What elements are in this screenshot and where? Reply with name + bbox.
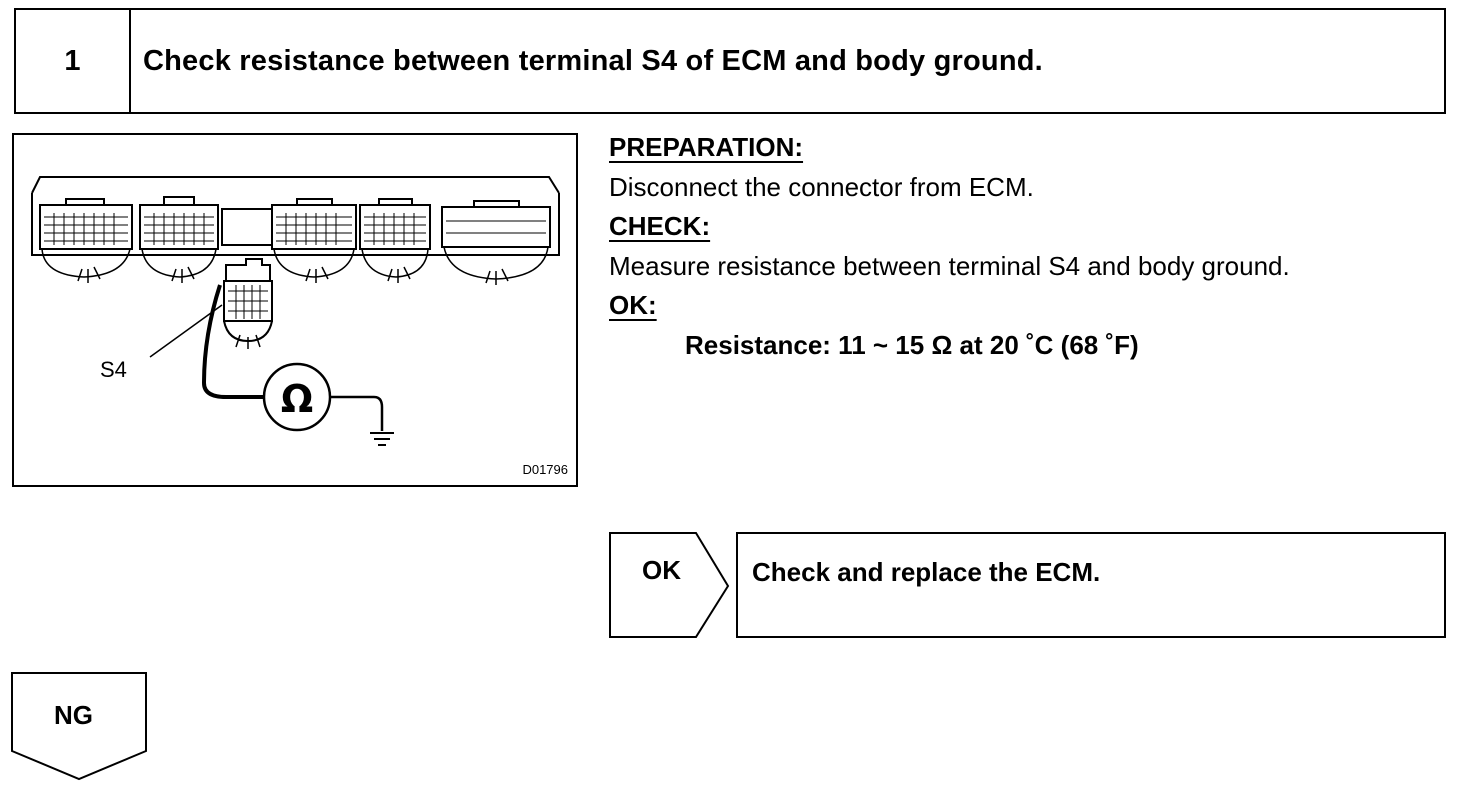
ok-heading: OK: <box>609 290 657 320</box>
procedure-info: PREPARATION: Disconnect the connector fr… <box>609 128 1459 365</box>
ok-arrow-icon <box>609 532 730 638</box>
svg-text:Ω: Ω <box>281 377 313 421</box>
check-text: Measure resistance between terminal S4 a… <box>609 250 1290 281</box>
step-title: Check resistance between terminal S4 of … <box>143 44 1043 77</box>
step-number: 1 <box>16 10 131 112</box>
step-header: 1 Check resistance between terminal S4 o… <box>14 8 1446 114</box>
resistance-spec: Resistance: 11 ~ 15 Ω at 20 ˚C (68 ˚F) <box>685 329 1139 360</box>
ng-result-label: NG <box>54 700 93 730</box>
check-heading: CHECK: <box>609 211 711 241</box>
ok-action-box: Check and replace the ECM. <box>736 532 1446 638</box>
ecm-connector-diagram: Ω <box>31 176 560 446</box>
ng-arrow-icon <box>11 672 147 781</box>
ok-result-label: OK <box>642 555 681 585</box>
preparation-text: Disconnect the connector from ECM. <box>609 171 1034 202</box>
terminal-label: S4 <box>100 357 127 382</box>
wiring-figure: Ω S4 D01796 <box>12 133 578 487</box>
ok-action-text: Check and replace the ECM. <box>752 557 1101 587</box>
ground-icon <box>370 432 394 446</box>
preparation-heading: PREPARATION: <box>609 132 804 162</box>
figure-code: D01796 <box>522 462 568 477</box>
